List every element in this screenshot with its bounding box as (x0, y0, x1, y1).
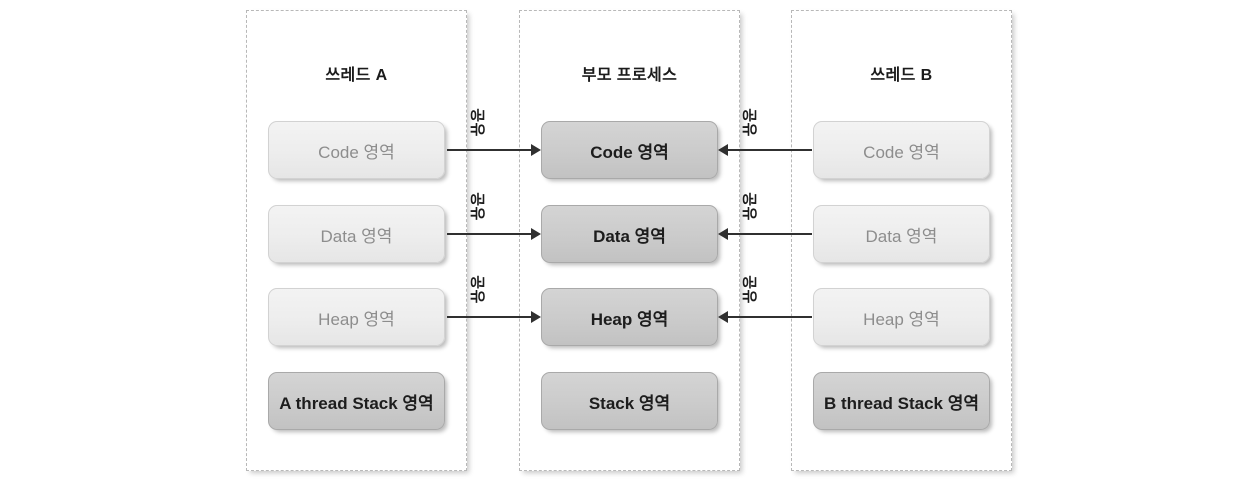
segment-parent-code: Code 영역 (541, 121, 718, 179)
segment-thread-b-data: Data 영역 (813, 205, 990, 263)
arrow-thread-b-data (718, 228, 812, 240)
arrow-shaft (727, 149, 812, 151)
share-label-a-heap: 공유 (468, 275, 486, 304)
arrow-shaft (727, 316, 812, 318)
arrow-thread-b-heap (718, 311, 812, 323)
arrow-shaft (447, 233, 532, 235)
segment-parent-stack: Stack 영역 (541, 372, 718, 430)
segment-parent-data: Data 영역 (541, 205, 718, 263)
segment-thread-a-heap: Heap 영역 (268, 288, 445, 346)
arrow-head-icon (718, 311, 728, 323)
arrow-shaft (447, 149, 532, 151)
share-label-b-heap: 공유 (740, 275, 758, 304)
arrow-head-icon (718, 144, 728, 156)
arrow-head-icon (718, 228, 728, 240)
segment-thread-a-data: Data 영역 (268, 205, 445, 263)
panel-title-parent-process: 부모 프로세스 (581, 67, 678, 84)
segment-parent-heap: Heap 영역 (541, 288, 718, 346)
arrow-thread-b-code (718, 144, 812, 156)
segment-thread-a-stack: A thread Stack 영역 (268, 372, 445, 430)
segment-thread-a-code: Code 영역 (268, 121, 445, 179)
segment-thread-b-code: Code 영역 (813, 121, 990, 179)
arrow-thread-a-heap (447, 311, 541, 323)
panel-title-thread-a: 쓰레드 A (325, 67, 388, 84)
share-label-b-data: 공유 (740, 192, 758, 221)
arrow-head-icon (531, 144, 541, 156)
arrow-thread-a-data (447, 228, 541, 240)
segment-thread-b-heap: Heap 영역 (813, 288, 990, 346)
arrow-head-icon (531, 228, 541, 240)
panel-title-thread-b: 쓰레드 B (870, 67, 933, 84)
share-label-a-code: 공유 (468, 108, 486, 137)
share-label-a-data: 공유 (468, 192, 486, 221)
arrow-thread-a-code (447, 144, 541, 156)
arrow-head-icon (531, 311, 541, 323)
arrow-shaft (447, 316, 532, 318)
arrow-shaft (727, 233, 812, 235)
share-label-b-code: 공유 (740, 108, 758, 137)
segment-thread-b-stack: B thread Stack 영역 (813, 372, 990, 430)
